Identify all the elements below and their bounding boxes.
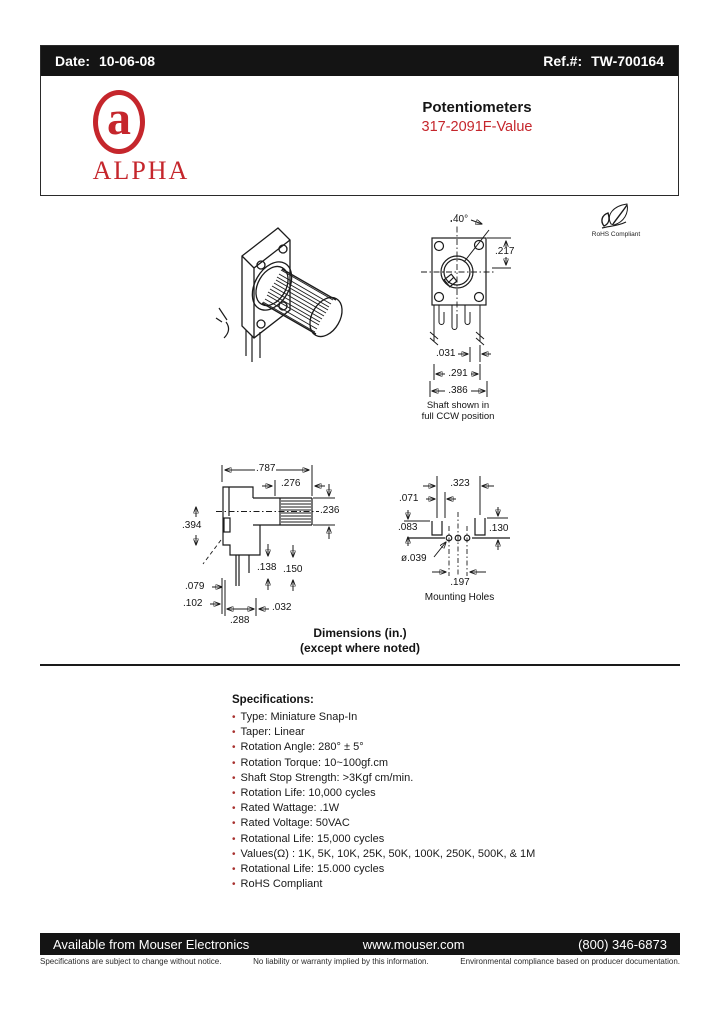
spec-text: RoHS Compliant: [240, 878, 323, 891]
mounting-caption: Mounting Holes: [424, 592, 495, 603]
dim-323: .323: [444, 479, 476, 489]
spec-item: • Shaft Stop Strength: >3Kgf cm/min.: [232, 771, 692, 786]
dim-031: .031: [435, 348, 457, 359]
spec-item: • Values(Ω) : 1K, 5K, 10K, 25K, 50K, 100K…: [232, 847, 692, 862]
dim-130: .130: [488, 523, 510, 534]
dim-217: .217: [494, 246, 516, 257]
dim-071: .071: [398, 493, 420, 504]
footer-phone: (800) 346-6873: [578, 936, 667, 952]
bullet-icon: •: [232, 712, 236, 723]
title-bar: Date: 10-06-08 Ref.#: TW-700164: [41, 46, 678, 76]
spec-text: Shaft Stop Strength: >3Kgf cm/min.: [240, 771, 414, 784]
dim-079: .079: [184, 581, 206, 592]
spec-text: Values(Ω) : 1K, 5K, 10K, 25K, 50K, 100K,…: [240, 847, 536, 860]
dim-150: .150: [282, 564, 304, 575]
date-label: Date:: [55, 53, 91, 69]
disclaimer-2: No liability or warranty implied by this…: [253, 957, 429, 966]
spec-item: • Rotational Life: 15.000 cycles: [232, 862, 692, 877]
dim-197: .197: [445, 578, 475, 588]
spec-text: Taper: Linear: [240, 726, 305, 739]
dim-394: .394: [181, 520, 203, 531]
ref-value: TW-700164: [591, 53, 664, 69]
spec-item: • Type: Miniature Snap-In: [232, 710, 692, 725]
part-number: 317-2091F-Value: [421, 119, 533, 135]
dim-291: .291: [445, 369, 471, 379]
product-title: Potentiometers: [422, 99, 532, 116]
dim-138: .138: [256, 562, 278, 573]
spec-text: Rotational Life: 15.000 cycles: [240, 863, 385, 876]
specs-heading: Specifications:: [232, 694, 314, 706]
dimensions-note: Dimensions (in.) (except where noted): [270, 626, 450, 655]
bullet-icon: •: [232, 788, 236, 800]
dim-102: .102: [182, 598, 204, 609]
bullet-icon: •: [232, 757, 236, 769]
spec-item: • Rotation Life: 10,000 cycles: [232, 786, 692, 801]
bullet-icon: •: [232, 833, 236, 845]
spec-text: Rotational Life: 15,000 cycles: [240, 832, 385, 845]
top-view-caption-2: full CCW position: [421, 411, 495, 422]
date-group: Date: 10-06-08: [55, 53, 155, 69]
footer-bar: Available from Mouser Electronics www.mo…: [40, 933, 680, 955]
spec-item: • Rotation Angle: 280° ± 5°: [232, 740, 692, 755]
bullet-icon: •: [232, 879, 236, 891]
rohs-badge: RoHS Compliant: [586, 202, 646, 238]
top-view-drawing: 40° .217 .031 .291 .386 Shaft shown in f…: [408, 208, 543, 426]
dim-276: .276: [280, 478, 302, 489]
footer-availability: Available from Mouser Electronics: [53, 936, 250, 952]
date-value: 10-06-08: [99, 53, 156, 69]
side-view-drawing: .787 .276 .236 .394 .138 .150 .079 .102 …: [172, 460, 354, 632]
section-divider: [40, 664, 680, 666]
disclaimer-1: Specifications are subject to change wit…: [40, 957, 222, 966]
ref-label: Ref.#:: [543, 53, 583, 69]
spec-text: Type: Miniature Snap-In: [240, 711, 358, 723]
spec-item: • Rated Voltage: 50VAC: [232, 816, 692, 831]
bullet-icon: •: [232, 848, 236, 860]
dim-236: .236: [319, 505, 341, 516]
rohs-leaf-icon: [601, 203, 628, 229]
bullet-icon: •: [232, 864, 236, 876]
dim-083: .083: [397, 522, 419, 533]
rohs-label: RoHS Compliant: [591, 231, 641, 238]
spec-text: Rotation Torque: 10~100gf.cm: [240, 756, 388, 769]
bullet-icon: •: [232, 818, 236, 830]
top-view-caption-1: Shaft shown in: [426, 400, 490, 411]
ref-group: Ref.#: TW-700164: [543, 53, 664, 69]
bullet-icon: •: [232, 742, 236, 754]
spec-text: Rated Wattage: .1W: [240, 802, 340, 815]
spec-item: • Rotational Life: 15,000 cycles: [232, 832, 692, 847]
logo-letter: a: [107, 92, 131, 145]
spec-text: Rotation Life: 10,000 cycles: [240, 787, 376, 800]
bullet-icon: •: [232, 727, 236, 739]
dimensions-note-line1: Dimensions (in.): [313, 626, 407, 640]
spec-item: • Rated Wattage: .1W: [232, 801, 692, 816]
dim-hole-dia: ø.039: [400, 553, 428, 564]
footer-disclaimer: Specifications are subject to change wit…: [40, 957, 680, 966]
brand-name: ALPHA: [92, 156, 190, 185]
dimensions-note-line2: (except where noted): [299, 640, 421, 655]
dim-787: .787: [255, 463, 277, 474]
iso-drawing: [186, 210, 381, 382]
disclaimer-3: Environmental compliance based on produc…: [460, 957, 680, 966]
bullet-icon: •: [232, 772, 236, 784]
mounting-holes-drawing: .323 .071 .083 .130 ø.039 .197 Mounting …: [392, 468, 527, 608]
dim-angle: 40°: [452, 214, 470, 225]
bullet-icon: •: [232, 803, 236, 815]
alpha-logo-icon: a: [93, 90, 145, 154]
spec-item: • Taper: Linear: [232, 725, 692, 740]
header-frame: Date: 10-06-08 Ref.#: TW-700164 a ALPHA Po…: [40, 45, 679, 196]
dim-386: .386: [445, 386, 471, 396]
spec-item: • Rotation Torque: 10~100gf.cm: [232, 756, 692, 771]
spec-text: Rotation Angle: 280° ± 5°: [240, 741, 364, 754]
specifications-section: Specifications: • Type: Miniature Snap-In…: [232, 694, 692, 892]
spec-text: Rated Voltage: 50VAC: [240, 817, 350, 830]
dim-032: .032: [271, 602, 293, 613]
dim-288: .288: [229, 615, 251, 626]
footer-website: www.mouser.com: [362, 936, 465, 952]
spec-item: • RoHS Compliant: [232, 877, 692, 892]
specs-list: •Type: Miniature Snap-In •Taper: Linear …: [232, 710, 692, 892]
